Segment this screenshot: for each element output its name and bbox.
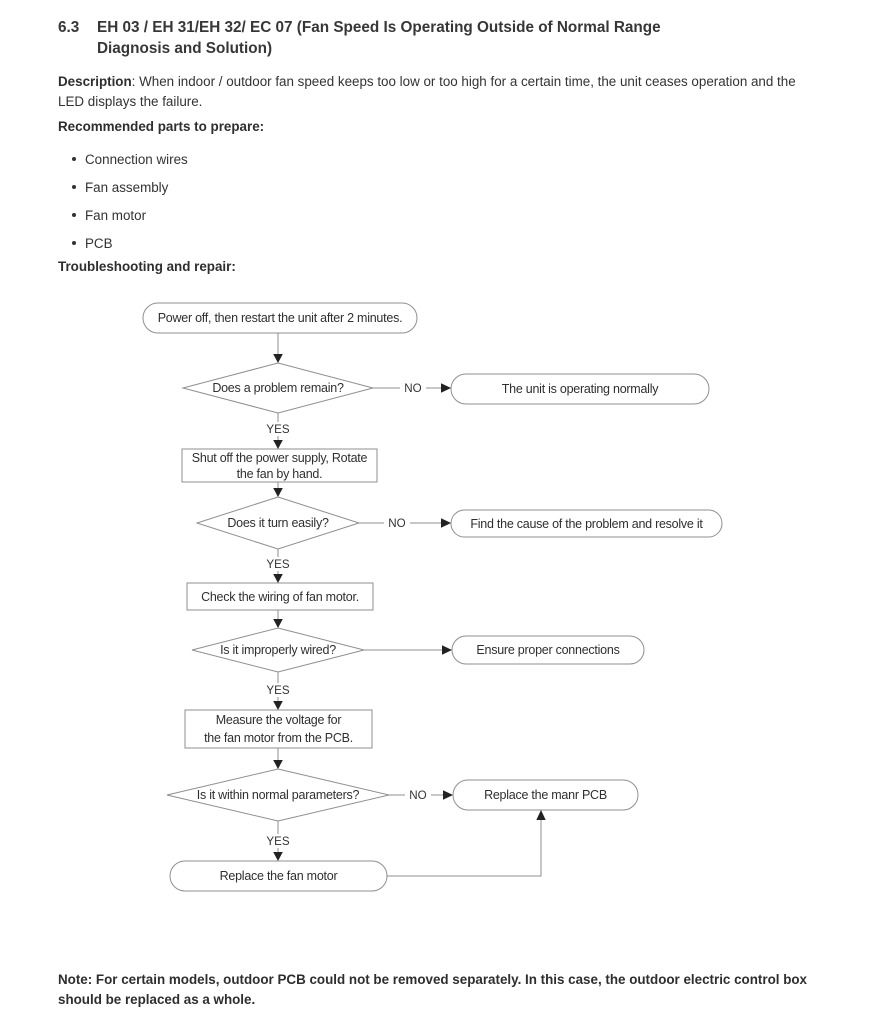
section-title-line1: EH 03 / EH 31/EH 32/ EC 07 (Fan Speed Is… [97,19,661,36]
list-item: Fan assembly [72,173,188,201]
flow-node-a1-shape [450,373,710,405]
flow-node-a4: Replace the manr PCB [484,788,607,802]
arrowhead-icon [441,383,451,393]
flow-node-end-shape [169,860,388,892]
description-label: Description [58,74,132,89]
footer-note: Note: For certain models, outdoor PCB co… [58,972,808,1007]
flow-node-p3-shape [184,709,373,749]
flow-node-start: Power off, then restart the unit after 2… [157,311,403,325]
part-label: Connection wires [85,151,188,167]
flow-node-q3: Is it improperly wired? [220,643,336,657]
flow-node-p1: Shut off the power supply, Rotate the fa… [182,449,377,482]
flow-node-a2-shape [450,509,723,538]
edge-label-no: NO [405,788,431,802]
list-item: Connection wires [72,145,188,173]
bullet-icon [72,185,76,189]
flow-node-p1-line1: Shut off the power supply, Rotate [191,450,368,465]
flow-node-end: Replace the fan motor [219,869,338,883]
part-label: Fan motor [85,207,147,223]
edge-label-yes: YES [261,422,295,436]
description-paragraph: Description: When indoor / outdoor fan s… [58,72,820,111]
section-number: 6.3 [58,19,80,36]
flow-node-q1: Does a problem remain? [212,381,344,395]
section-title: EH 03 / EH 31/EH 32/ EC 07 (Fan Speed Is… [97,17,661,59]
flowchart-shapes [142,302,723,892]
flow-node-p3-line2: the fan motor from the PCB. [204,731,353,745]
arrowhead-icon [273,852,283,861]
part-label: Fan assembly [85,179,169,195]
arrowhead-icon [273,574,283,583]
arrowhead-icon [273,619,283,628]
flow-node-q4-shape [166,768,390,822]
arrowhead-icon [273,701,283,710]
flow-node-q2: Does it turn easily? [227,516,329,530]
arrowhead-icon [273,760,283,769]
flow-node-q4: Is it within normal parameters? [196,788,360,802]
edge-label-no: NO [384,516,410,530]
connector-end-a4-feedback [387,820,542,877]
arrowhead-icon [273,440,283,449]
edge-label-no: NO [400,381,426,395]
edge-label-yes: YES [261,557,295,571]
arrowhead-icon [536,810,546,820]
bullet-icon [72,213,76,217]
arrowhead-icon [443,790,453,800]
arrowhead-icon [441,518,451,528]
list-item: Fan motor [72,201,188,229]
flowchart-heading: Troubleshooting and repair: [58,259,236,274]
edge-label-yes: YES [261,834,295,848]
flow-node-start-shape [142,302,418,334]
flow-node-p3: Measure the voltage for the fan motor fr… [185,710,372,748]
arrowhead-icon [273,354,283,363]
flow-node-q3-shape [191,627,365,673]
flow-node-p1-line2: the fan by hand. [236,466,323,481]
flow-node-a3: Ensure proper connections [476,643,620,657]
flow-node-a1: The unit is operating normally [501,382,659,396]
part-label: PCB [85,235,113,251]
arrowhead-icon [442,645,452,655]
parts-heading: Recommended parts to prepare: [58,119,265,134]
flow-node-p2-shape [186,582,374,611]
flow-node-q1-shape [181,362,375,414]
flowchart-arrowheads [273,354,546,861]
description-text: : When indoor / outdoor fan speed keeps … [58,74,796,109]
arrowhead-icon [273,488,283,497]
flow-node-p3-line1: Measure the voltage for [215,713,342,727]
edge-label-yes: YES [261,683,295,697]
flow-node-p1-shape [181,448,378,483]
section-heading: 6.3 EH 03 / EH 31/EH 32/ EC 07 (Fan Spee… [58,17,661,59]
bullet-icon [72,241,76,245]
list-item: PCB [72,229,188,257]
flow-node-q2-shape [195,496,361,550]
flow-node-a2: Find the cause of the problem and resolv… [470,516,703,531]
bullet-icon [72,157,76,161]
parts-list: Connection wires Fan assembly Fan motor … [72,145,188,257]
section-title-line2: Diagnosis and Solution) [97,40,273,57]
flow-node-p2: Check the wiring of fan motor. [201,589,359,604]
